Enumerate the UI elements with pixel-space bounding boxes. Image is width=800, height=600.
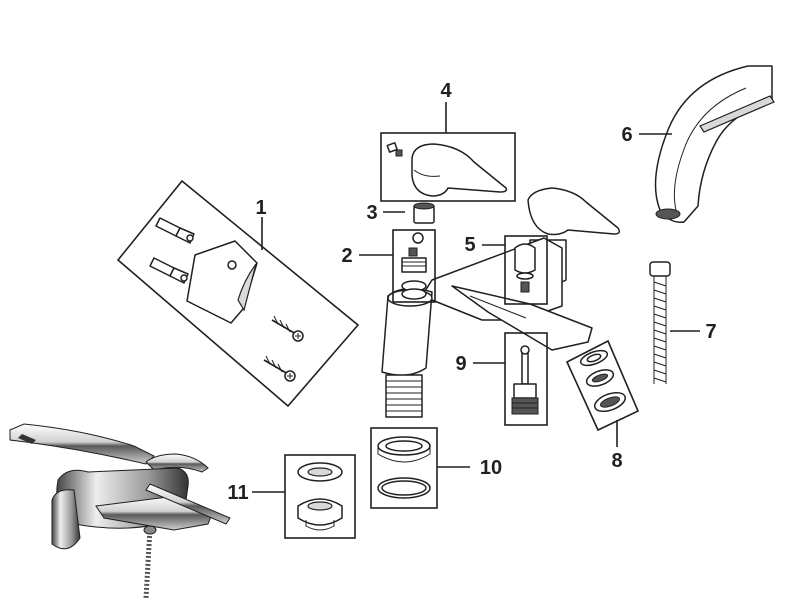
part-11-flange-washers: 11 — [227, 454, 356, 539]
callout-8: 8 — [611, 450, 622, 472]
part-2-diverter-cartridge: 2 — [341, 229, 436, 303]
part-10-seal-rings: 10 — [370, 427, 502, 509]
seal-ring-icon — [377, 436, 431, 463]
callout-1: 1 — [255, 197, 266, 219]
part-3-nut: 3 — [366, 202, 435, 224]
part-10-box — [370, 427, 438, 509]
callout-4: 4 — [440, 80, 452, 102]
part-1-wall-bracket-kit: 1 — [116, 179, 360, 408]
part-2-box — [392, 229, 436, 303]
part-8-washer-set: 8 — [565, 339, 640, 472]
part-9-valve-cartridge: 9 — [455, 332, 548, 426]
hand-shower-bracket-icon — [186, 240, 258, 324]
lever-handle-icon — [411, 143, 508, 197]
callout-2: 2 — [341, 245, 352, 267]
seal-ring-icon — [377, 477, 431, 499]
hose-icon — [653, 276, 667, 384]
part-5-box — [504, 235, 548, 305]
screw-icon — [263, 355, 296, 382]
washer-icon — [593, 391, 627, 413]
callout-7: 7 — [705, 321, 716, 343]
flange-washer-icon — [297, 462, 343, 482]
hand-shower-icon — [654, 65, 773, 223]
callout-6: 6 — [621, 124, 632, 146]
part-5-handle-mount: 5 — [464, 234, 548, 305]
assembled-product-image — [9, 423, 231, 599]
callout-5: 5 — [464, 234, 475, 256]
flange-washer-icon — [297, 498, 343, 531]
callout-10: 10 — [480, 457, 502, 479]
part-4-lever-handle: 4 — [380, 80, 516, 202]
screw-icon — [271, 315, 304, 342]
callout-11: 11 — [227, 482, 248, 504]
part-11-box — [284, 454, 356, 539]
part-7-shower-hose: 7 — [649, 261, 717, 384]
part-4-box — [380, 132, 516, 202]
nut-icon — [413, 202, 435, 224]
part-1-box — [116, 179, 360, 408]
part-8-box — [565, 339, 640, 432]
part-6-hand-shower: 6 — [621, 65, 775, 223]
wall-plug-icon — [155, 217, 195, 244]
cartridge-icon — [401, 232, 427, 300]
callout-9: 9 — [455, 353, 466, 375]
threaded-tail-icon — [385, 374, 423, 418]
part-9-box — [504, 332, 548, 426]
washer-icon — [579, 349, 609, 367]
adaptor-icon — [514, 243, 536, 293]
callout-3: 3 — [366, 202, 377, 224]
wall-plug-icon — [149, 257, 189, 284]
washer-icon — [585, 369, 615, 387]
grub-screw-icon — [386, 142, 403, 157]
valve-cartridge-icon — [511, 345, 539, 415]
